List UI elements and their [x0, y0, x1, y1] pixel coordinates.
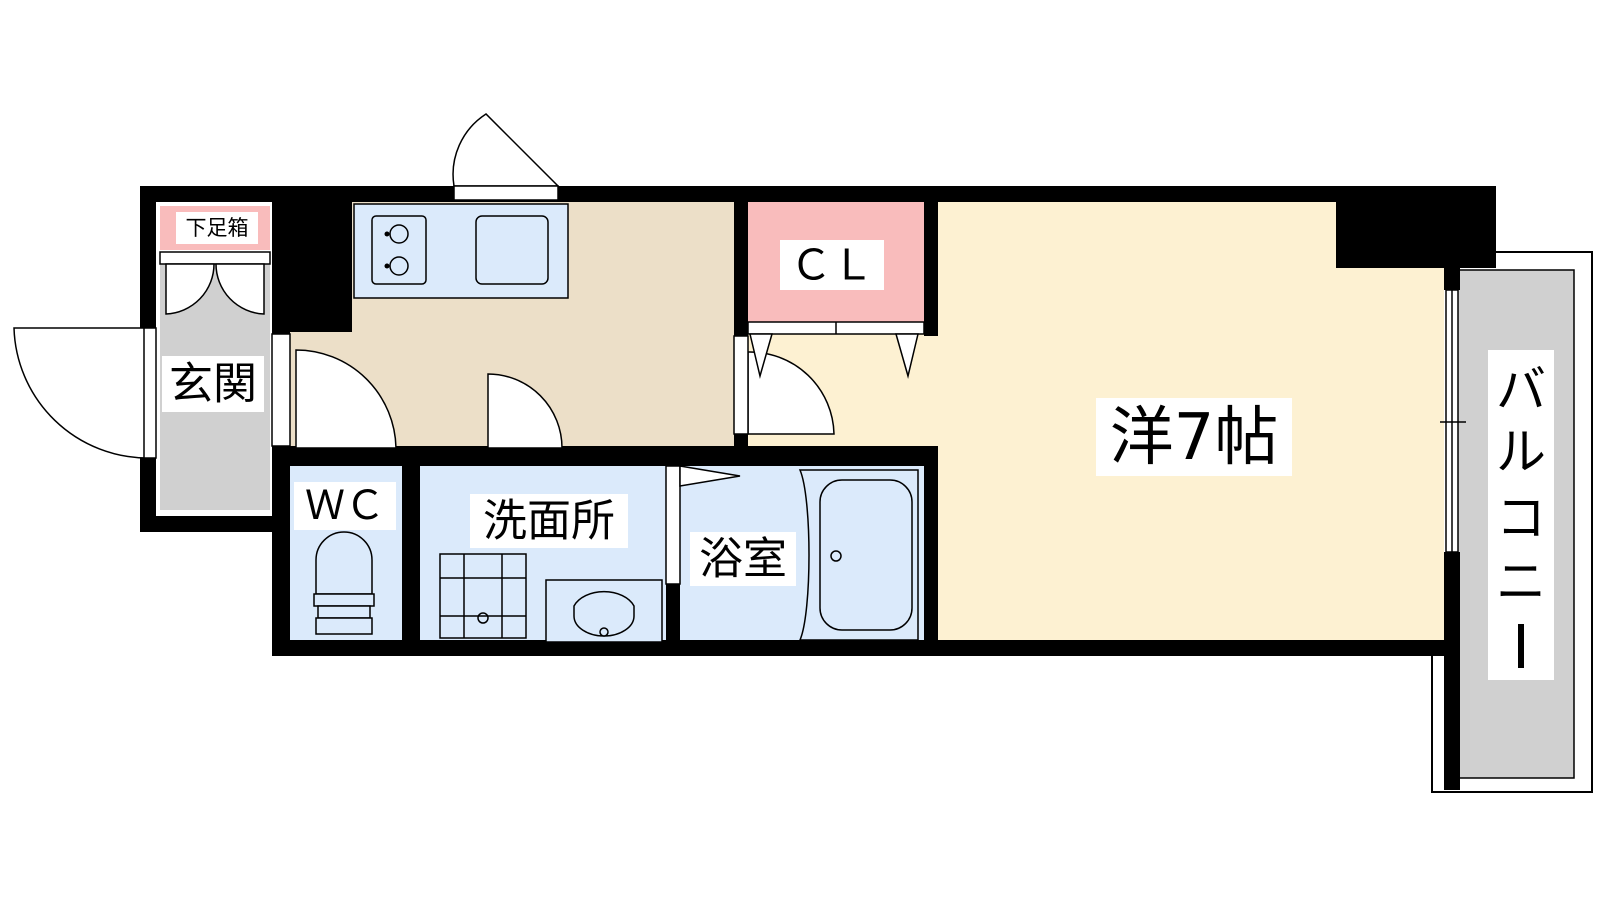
door-swing-icon — [159, 251, 271, 315]
toilet-label: ＷＣ — [305, 483, 385, 529]
closet-label: ＣＬ — [790, 241, 874, 290]
entrance-label: 玄関 — [169, 359, 257, 410]
balcony-window — [1440, 289, 1466, 553]
balcony-char: ニ — [1496, 553, 1546, 611]
washbasin-icon — [545, 579, 663, 643]
bathroom-label: 浴室 — [699, 534, 787, 585]
washroom-label: 洗面所 — [483, 496, 615, 547]
door-swing-icon — [747, 321, 925, 379]
kitchen-counter — [353, 203, 569, 299]
balcony-label: バ ル コ ニ — [1496, 361, 1546, 668]
door-swing-icon — [13, 113, 835, 585]
washing-machine-icon — [439, 553, 527, 639]
sink-icon — [475, 215, 549, 285]
balcony-char: ル — [1496, 423, 1546, 481]
toilet-icon — [313, 531, 375, 635]
balcony-char: バ — [1496, 361, 1546, 419]
balcony-char: コ — [1496, 489, 1546, 547]
entrance-step — [271, 333, 291, 447]
balcony-char-dash — [1518, 624, 1524, 668]
bathtub-icon — [798, 469, 919, 641]
shoe-box-label: 下足箱 — [186, 216, 249, 240]
western-room-label: 洋7帖 — [1110, 401, 1279, 475]
stove-icon — [371, 215, 427, 285]
